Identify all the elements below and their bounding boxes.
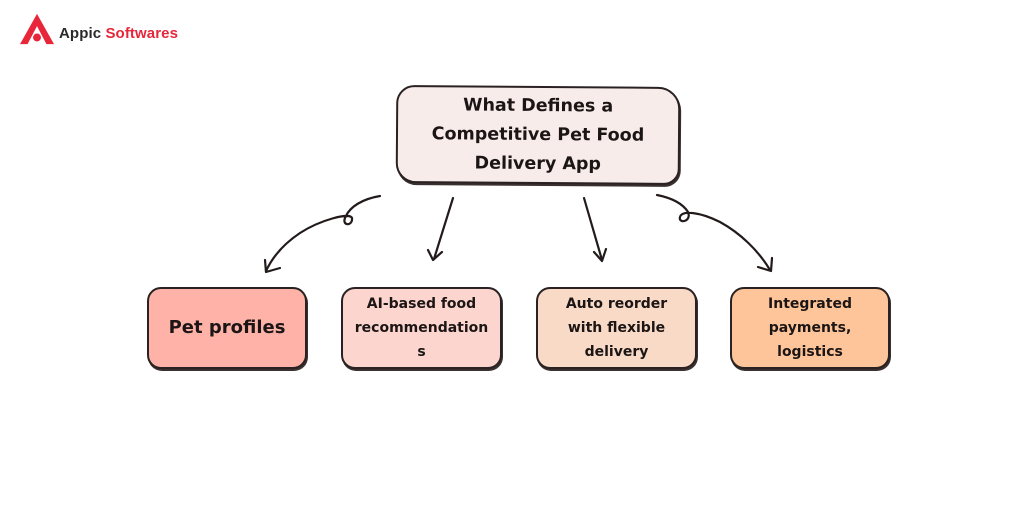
central-topic-box: What Defines a Competitive Pet Food Deli… — [395, 85, 681, 185]
brand-logo: Appic Softwares — [18, 12, 178, 46]
node-label-line: s — [417, 344, 426, 360]
title-line: Delivery App — [474, 153, 602, 174]
node-label-line: with flexible — [567, 320, 666, 336]
arrowhead-ai-recommendations — [426, 248, 444, 262]
arrow-to-integrated-payments — [655, 193, 772, 272]
arrow-to-ai-recommendations — [432, 196, 455, 261]
brand-name-part2: Softwares — [105, 24, 179, 42]
arrowhead-pet-profiles — [263, 258, 282, 274]
title-line: Competitive Pet Food — [431, 123, 645, 146]
node-label-line: logistics — [777, 344, 843, 360]
arrowhead-integrated-payments — [756, 256, 774, 273]
node-label: Pet profiles — [168, 317, 286, 338]
node-label-line: AI-based food — [366, 296, 477, 312]
node-pet-profiles: Pet profiles — [147, 287, 307, 369]
arrow-to-pet-profiles — [264, 194, 382, 273]
title-line: What Defines a — [463, 94, 614, 117]
node-ai-food-recommendations: AI-based food recommendation s — [341, 287, 502, 369]
node-label-line: Auto reorder — [565, 296, 668, 312]
node-label-line: delivery — [584, 344, 649, 360]
node-integrated-payments: Integrated payments, logistics — [730, 287, 890, 369]
node-label-line: recommendation — [354, 320, 489, 336]
node-label-line: payments, — [768, 320, 852, 336]
brand-name: Appic Softwares — [59, 25, 178, 42]
appic-logo-icon — [20, 13, 54, 45]
node-auto-reorder: Auto reorder with flexible delivery — [536, 287, 697, 369]
arrowhead-auto-reorder — [592, 247, 608, 263]
arrow-to-auto-reorder — [582, 196, 604, 262]
node-label-line: Integrated — [768, 296, 852, 312]
brand-name-part1: Appic — [59, 24, 102, 42]
